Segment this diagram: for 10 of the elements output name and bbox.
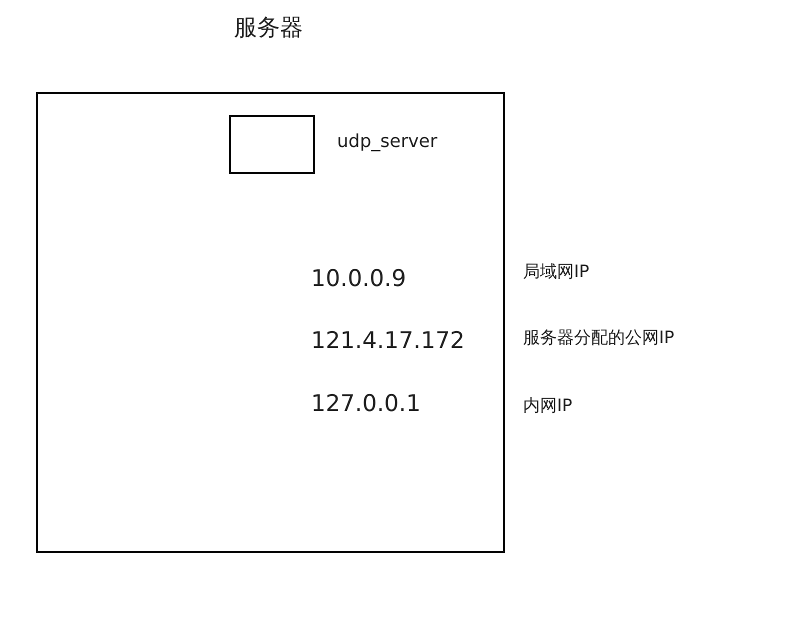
- rectangle-box: [229, 115, 315, 174]
- note-text: 局域网IP: [523, 261, 590, 283]
- diagram-title: 服务器: [234, 14, 303, 43]
- node-caption: udp_server: [337, 131, 438, 152]
- note-text: 内网IP: [523, 395, 572, 417]
- ip-address: 121.4.17.172: [311, 328, 465, 354]
- ip-address: 127.0.0.1: [311, 391, 421, 417]
- ip-address: 10.0.0.9: [311, 266, 406, 292]
- note-text: 服务器分配的公网IP: [523, 327, 674, 349]
- rectangle-box: [36, 92, 505, 553]
